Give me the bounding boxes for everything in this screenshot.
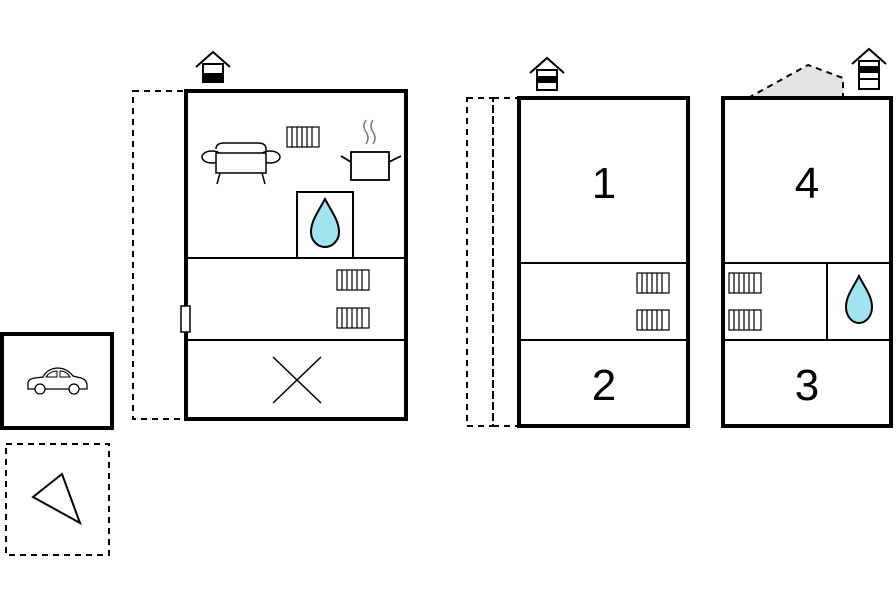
radiator-icon — [336, 269, 370, 291]
car-icon — [27, 367, 88, 395]
terrace — [132, 90, 186, 420]
radiator-icon — [286, 126, 320, 148]
radiator-icon — [728, 309, 762, 331]
room-label: 1 — [592, 159, 616, 208]
stove-pot-icon — [340, 119, 402, 181]
house-level-middle-icon — [529, 56, 565, 91]
room-label: 2 — [592, 361, 616, 410]
room-label: 3 — [795, 361, 819, 410]
radiator-icon — [336, 307, 370, 329]
door-icon — [180, 305, 191, 333]
balcony — [466, 97, 494, 427]
sofa-icon — [201, 142, 281, 185]
ground-floor-outline — [184, 89, 408, 421]
north-arrow-icon — [31, 472, 82, 526]
x-mark-icon — [272, 356, 322, 404]
balcony-inner — [492, 97, 520, 427]
ground-floor — [132, 50, 408, 421]
radiator-icon — [728, 272, 762, 294]
water-drop-icon — [309, 196, 341, 249]
second-floor: 4 3 — [721, 47, 893, 428]
house-level-top-icon — [851, 47, 887, 90]
compass — [5, 443, 110, 556]
dormer — [747, 63, 844, 99]
garage — [0, 332, 114, 430]
first-floor: 1 2 — [466, 56, 690, 428]
room-label: 4 — [795, 159, 819, 208]
radiator-icon — [636, 272, 670, 294]
water-drop-icon — [844, 273, 874, 325]
house-level-bottom-icon — [195, 50, 231, 83]
radiator-icon — [636, 309, 670, 331]
